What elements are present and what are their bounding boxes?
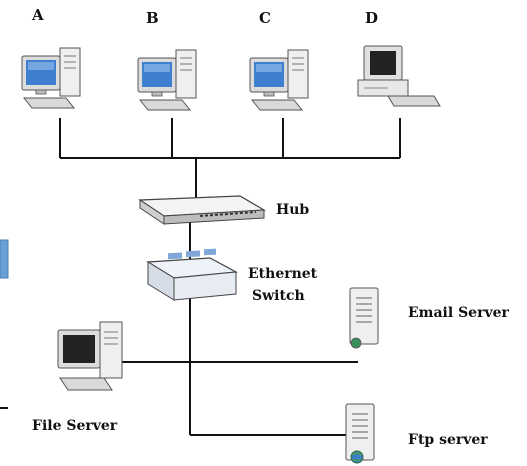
computer-d: [357, 45, 441, 107]
computer-a-label: A: [31, 6, 44, 24]
switch-label-line2: Switch: [252, 288, 305, 304]
switch-label-line1: Ethernet: [248, 266, 318, 282]
network-links: [59, 118, 401, 436]
ethernet-switch-device: [146, 248, 239, 301]
ftp-server-label: Ftp server: [408, 432, 488, 448]
computer-a: [21, 47, 81, 109]
computer-b: [137, 49, 197, 111]
email-server: [349, 287, 379, 349]
computer-d-label: D: [365, 9, 378, 27]
computer-c: [249, 49, 309, 111]
computer-c-label: C: [259, 9, 271, 27]
cropped-window-fragment: [0, 239, 9, 409]
email-server-label: Email Server: [408, 305, 510, 321]
computer-b-label: B: [146, 9, 159, 27]
file-server-label: File Server: [32, 418, 118, 434]
hub-device: [138, 195, 267, 225]
ftp-server: [345, 403, 375, 464]
hub-label: Hub: [276, 202, 309, 218]
file-server: [57, 321, 123, 391]
